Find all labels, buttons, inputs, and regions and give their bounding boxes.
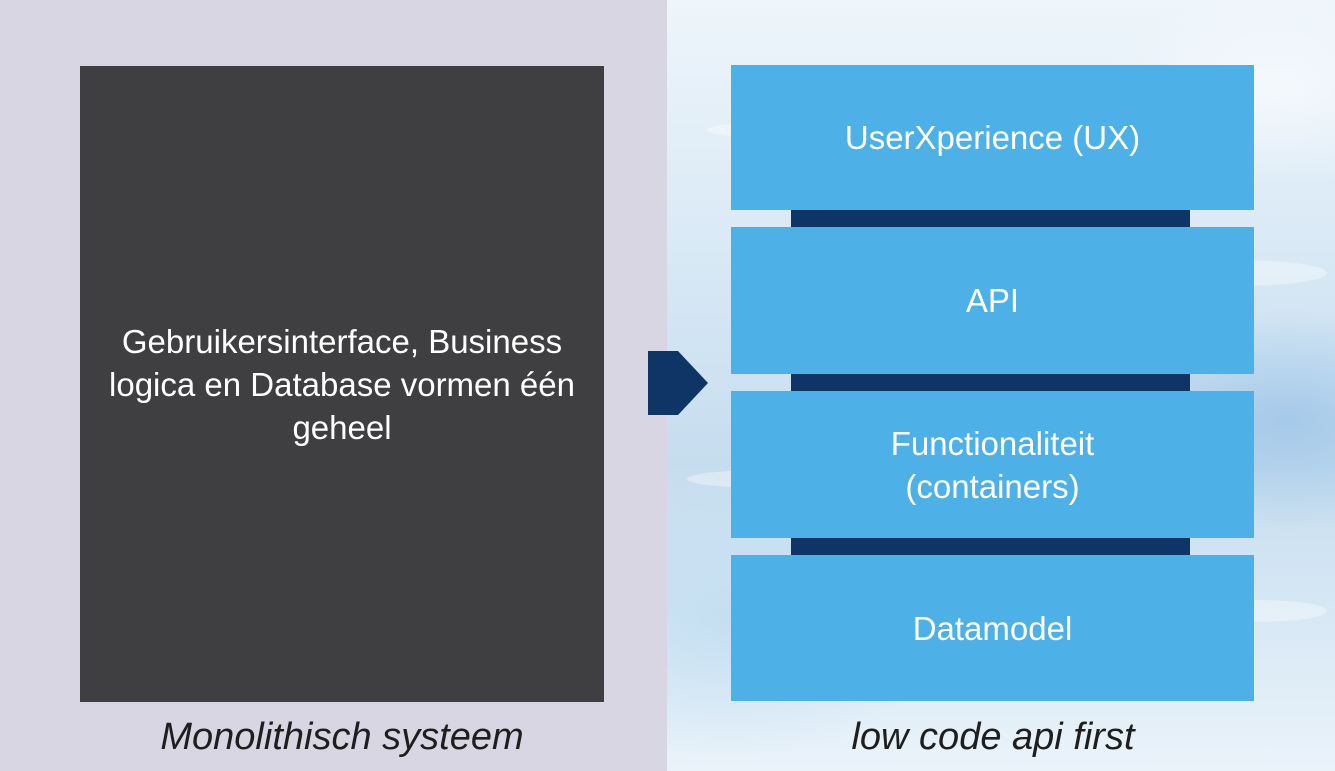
connector-functionality-datamodel — [791, 538, 1190, 555]
layer-ux-label: UserXperience (UX) — [844, 119, 1141, 156]
arrow-right-icon — [648, 351, 708, 415]
layer-functionality-label: Functionaliteit (containers) — [890, 424, 1095, 505]
layer-datamodel-label: Datamodel — [912, 609, 1073, 647]
monolith-box: Gebruikersinterface, Business logica en … — [80, 66, 604, 702]
layer-functionality: Functionaliteit (containers) — [731, 391, 1254, 538]
api-first-caption: low code api first — [851, 716, 1135, 758]
left-panel: Gebruikersinterface, Business logica en … — [0, 0, 667, 771]
connector-api-functionality — [791, 374, 1190, 391]
connector-ux-api — [791, 210, 1190, 227]
layer-datamodel: Datamodel — [731, 555, 1254, 701]
layer-api: API — [731, 227, 1254, 374]
monolith-text: Gebruikersinterface, Business logica en … — [109, 322, 575, 446]
monolith-caption: Monolithisch systeem — [160, 716, 524, 758]
layer-ux: UserXperience (UX) — [731, 65, 1254, 210]
layer-api-label: API — [965, 282, 1020, 319]
